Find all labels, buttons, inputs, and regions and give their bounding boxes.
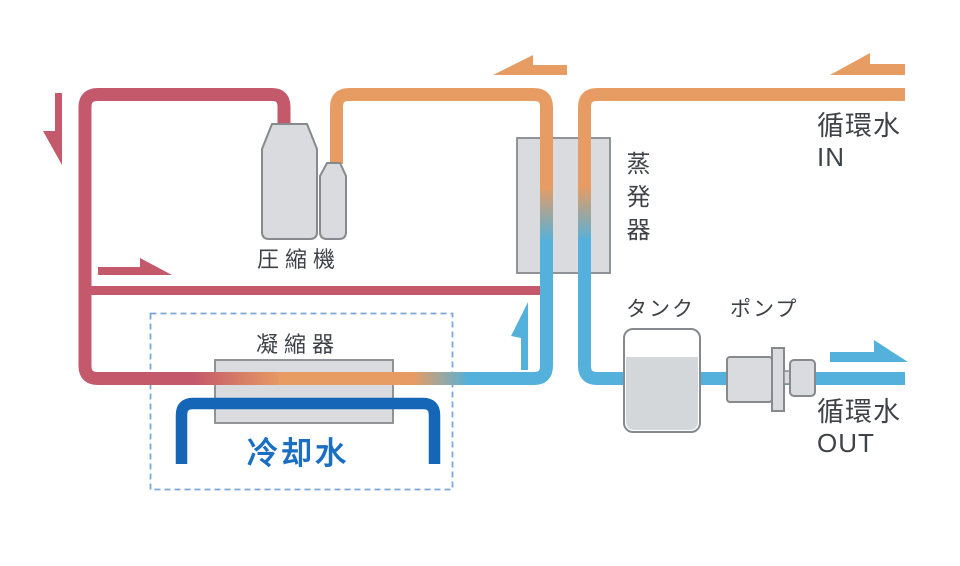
pump-label: ポンプ — [730, 298, 799, 321]
condenser-unit-dashed-border — [149, 312, 454, 491]
cooling-water-pipe — [175, 397, 441, 464]
flow-arrow-up-icon — [511, 302, 528, 370]
compressor-body-small — [319, 162, 347, 240]
circulating-water-out-direction: OUT — [817, 428, 875, 459]
pump-flange — [771, 347, 785, 412]
tank-water-level — [626, 357, 698, 430]
pump-motor — [789, 359, 816, 397]
circulating-water-out-text: 循環水 — [817, 397, 901, 427]
flow-arrow-left-right-icon — [830, 53, 905, 75]
compressor-label: 圧縮機 — [257, 247, 342, 272]
circulating-water-in-direction: IN — [817, 142, 845, 173]
flow-arrow-down-icon — [43, 93, 62, 165]
circulating-water-in-label: 循環水 IN — [817, 110, 901, 174]
circulating-water-in-text: 循環水 — [817, 111, 901, 141]
flow-arrow-right-blue-icon — [830, 340, 908, 362]
pump-body — [726, 356, 773, 403]
refrigerant-pipe-hot — [78, 88, 291, 385]
condenser-body — [214, 359, 394, 424]
flow-arrow-right-red-icon — [98, 258, 172, 275]
circulating-water-out-pipe — [578, 238, 905, 385]
evaporator-label: 蒸発器 — [622, 151, 649, 250]
circulating-water-out-label: 循環水 OUT — [817, 396, 901, 460]
tank-label: タンク — [626, 298, 695, 321]
condenser-label: 凝縮器 — [256, 332, 341, 357]
evaporator-left-riser-cold — [466, 238, 553, 385]
flow-arrow-left-center-icon — [493, 55, 567, 75]
compressor-body-large — [261, 123, 318, 240]
suction-pipe-to-compressor — [330, 88, 553, 190]
circulating-water-in-pipe — [578, 88, 905, 190]
evaporator-body — [516, 137, 611, 274]
cooling-water-label: 冷却水 — [247, 436, 349, 471]
